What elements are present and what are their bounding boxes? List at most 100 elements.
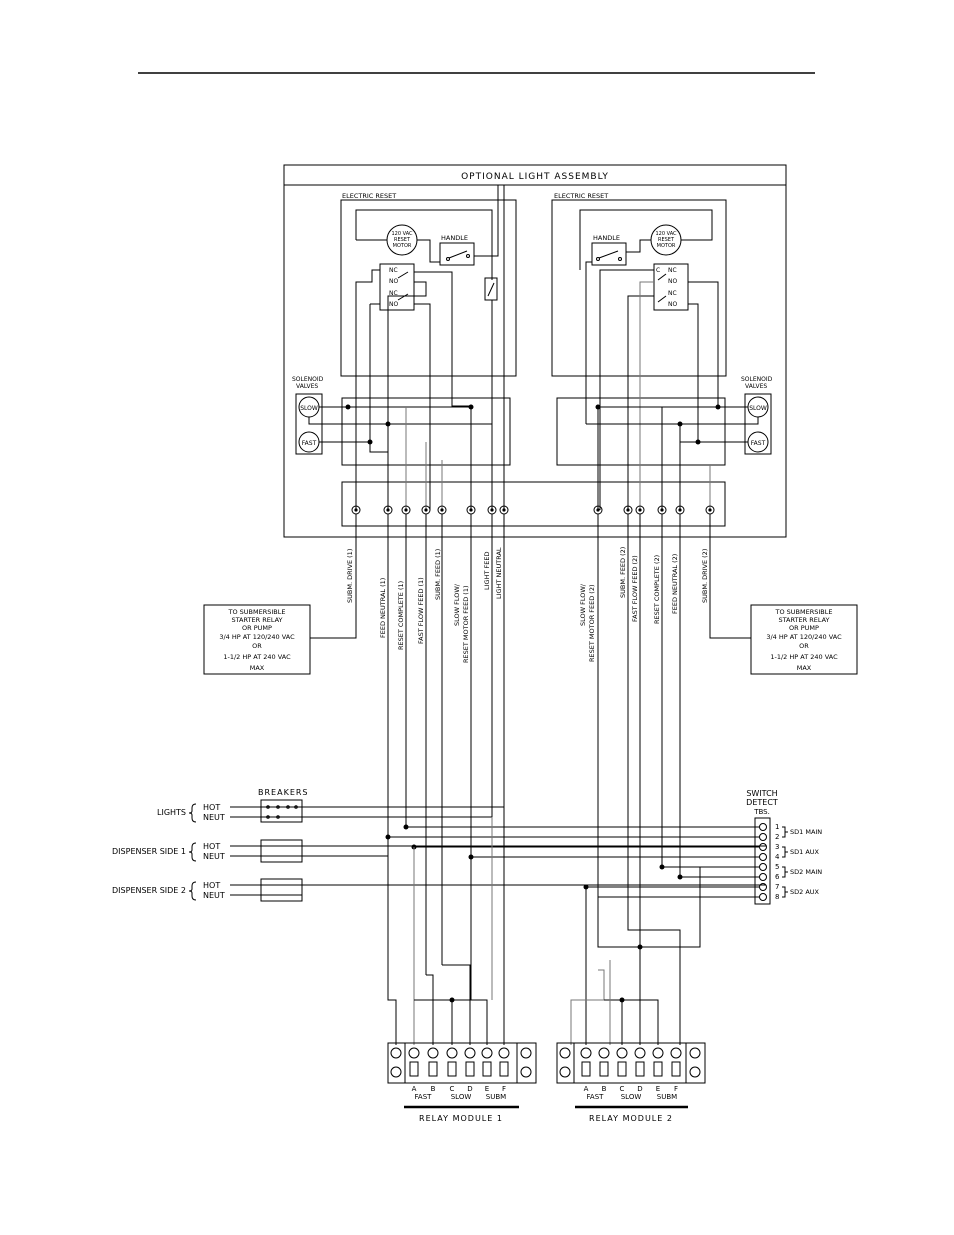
subm-note-left: TO SUBMERSIBLE STARTER RELAY OR PUMP 3/4…	[203, 514, 357, 675]
rm2-terminal-d: D	[637, 1085, 642, 1093]
label-subm-drive-2: SUBM. DRIVE (2)	[701, 549, 709, 603]
slow-valve-label-right: SLOW	[749, 405, 767, 412]
note-line: 3/4 HP AT 120/240 VAC	[219, 633, 295, 641]
electric-reset-label-right: ELECTRIC RESET	[554, 192, 608, 200]
no-label: NO	[668, 278, 677, 285]
nc-label: NC	[389, 290, 398, 297]
solenoid-label-line2: VALVES	[296, 383, 318, 390]
label-feed-neutral-2: FEED NEUTRAL (2)	[671, 554, 679, 614]
no-label: NO	[389, 278, 398, 285]
nc-label: NC	[668, 290, 677, 297]
solenoid-label-line1: SOLENOID	[292, 376, 324, 383]
label-reset-complete-2: RESET COMPLETE (2)	[653, 555, 661, 624]
rm1-slow: SLOW	[451, 1093, 472, 1101]
dispenser-side-2-label: DISPENSER SIDE 2	[112, 886, 186, 895]
breaker-side-2	[260, 878, 303, 902]
rm1-fast: FAST	[415, 1093, 433, 1101]
sd1-aux-label: SD1 AUX	[790, 848, 820, 856]
rm1-terminal-c: C	[450, 1085, 455, 1093]
sd-terminal-8: 8	[775, 893, 779, 901]
sd2-main-label: SD2 MAIN	[790, 868, 822, 876]
note-line: 1-1/2 HP AT 240 VAC	[223, 653, 291, 661]
field-wiring	[385, 514, 759, 1045]
note-line: STARTER RELAY	[231, 616, 282, 624]
panel-title: OPTIONAL LIGHT ASSEMBLY	[461, 172, 609, 182]
relay-module-2: A B C D E F FAST SLOW SUBM RELAY MODULE …	[556, 1042, 706, 1123]
label-fast-flow-feed-1: FAST FLOW FEED (1)	[417, 577, 425, 644]
label-subm-drive-1: SUBM. DRIVE (1)	[346, 549, 354, 603]
wire-labels-left: SUBM. DRIVE (1) FEED NEUTRAL (1) RESET C…	[346, 547, 503, 663]
breakers-title: BREAKERS	[258, 788, 309, 797]
valve-box-right	[556, 397, 726, 466]
label-slow-flow-1a: SLOW FLOW/	[453, 583, 461, 626]
electric-reset-label-left: ELECTRIC RESET	[342, 192, 396, 200]
sd-terminal-1: 1	[775, 823, 779, 831]
note-line: OR PUMP	[242, 624, 272, 632]
rm2-terminal-a: A	[584, 1085, 589, 1093]
sd-terminal-numbers: 1 2 3 4 5 6 7 8	[775, 823, 780, 901]
motor-label-line1: 120 VAC	[655, 231, 677, 237]
nc-label: NC	[389, 267, 398, 274]
handle-switch-right: HANDLE	[591, 234, 627, 266]
panel-terminal-strip	[341, 481, 726, 527]
rm1-terminal-e: E	[485, 1085, 489, 1093]
no-label: NO	[668, 301, 677, 308]
motor-label-line2: RESET	[394, 237, 411, 243]
electric-reset-box-right	[551, 199, 727, 377]
rm1-terminal-f: F	[502, 1085, 506, 1093]
sd-terminal-5: 5	[775, 863, 779, 871]
hot-label: HOT	[203, 881, 220, 890]
hot-label: HOT	[203, 842, 220, 851]
relay-module-1: A B C D E F FAST SLOW SUBM RELAY MODULE …	[387, 1042, 537, 1123]
panel-wiring	[308, 185, 759, 510]
note-line: OR	[799, 642, 809, 650]
nc-label: NC	[668, 267, 677, 274]
note-line: 3/4 HP AT 120/240 VAC	[766, 633, 842, 641]
fast-valve-label-right: FAST	[751, 440, 766, 447]
light-switch	[484, 277, 498, 301]
rm2-fast: FAST	[587, 1093, 605, 1101]
handle-switch-left: HANDLE	[439, 234, 475, 266]
label-subm-feed-1: SUBM. FEED (1)	[434, 549, 442, 600]
label-feed-neutral-1: FEED NEUTRAL (1)	[379, 578, 387, 638]
motor-label-line1: 120 VAC	[391, 231, 413, 237]
sd-terminal-4: 4	[775, 853, 780, 861]
neut-label: NEUT	[203, 891, 225, 900]
label-reset-motor-feed-2: RESET MOTOR FEED (2)	[588, 584, 596, 662]
motor-label-line2: RESET	[658, 237, 675, 243]
sd-terminal-2: 2	[775, 833, 779, 841]
rm1-terminal-d: D	[467, 1085, 472, 1093]
relay-module-1-label: RELAY MODULE 1	[419, 1114, 503, 1123]
slow-valve-label-left: SLOW	[300, 405, 318, 412]
relay-contacts-left: NC NO NC NO	[379, 263, 415, 311]
rm2-terminal-b: B	[602, 1085, 607, 1093]
no-label: NO	[389, 301, 398, 308]
sd-title-line1: SWITCH	[746, 789, 777, 798]
main-panel: OPTIONAL LIGHT ASSEMBLY ELECTRIC RESET E…	[283, 164, 787, 538]
breakers-section: BREAKERS LIGHTS DISPENSER SIDE 1 DISPENS…	[112, 788, 766, 902]
neut-label: NEUT	[203, 852, 225, 861]
electric-reset-box-left	[340, 199, 517, 377]
sd-terminal-7: 7	[775, 883, 779, 891]
rm2-terminal-e: E	[656, 1085, 660, 1093]
label-light-feed: LIGHT FEED	[483, 552, 491, 590]
note-line: MAX	[250, 664, 265, 672]
sd1-main-label: SD1 MAIN	[790, 828, 822, 836]
solenoid-label-line1: SOLENOID	[741, 376, 773, 383]
sd-title-line2: DETECT	[746, 798, 778, 807]
rm2-terminal-c: C	[620, 1085, 625, 1093]
neut-label: NEUT	[203, 813, 225, 822]
sd-terminal-6: 6	[775, 873, 780, 881]
rm1-subm: SUBM	[486, 1093, 506, 1101]
reset-motor-left: 120 VAC RESET MOTOR	[386, 224, 418, 256]
subm-note-right: TO SUBMERSIBLE STARTER RELAY OR PUMP 3/4…	[709, 514, 858, 675]
dispenser-side-1-label: DISPENSER SIDE 1	[112, 847, 186, 856]
wire-labels-right: SLOW FLOW/ RESET MOTOR FEED (2) SUBM. FE…	[579, 547, 709, 662]
note-line: TO SUBMERSIBLE	[228, 608, 286, 616]
sd-terminal-3: 3	[775, 843, 779, 851]
note-line: OR PUMP	[789, 624, 819, 632]
relay-module-2-label: RELAY MODULE 2	[589, 1114, 673, 1123]
note-line: 1-1/2 HP AT 240 VAC	[770, 653, 838, 661]
label-subm-feed-2: SUBM. FEED (2)	[619, 547, 627, 598]
